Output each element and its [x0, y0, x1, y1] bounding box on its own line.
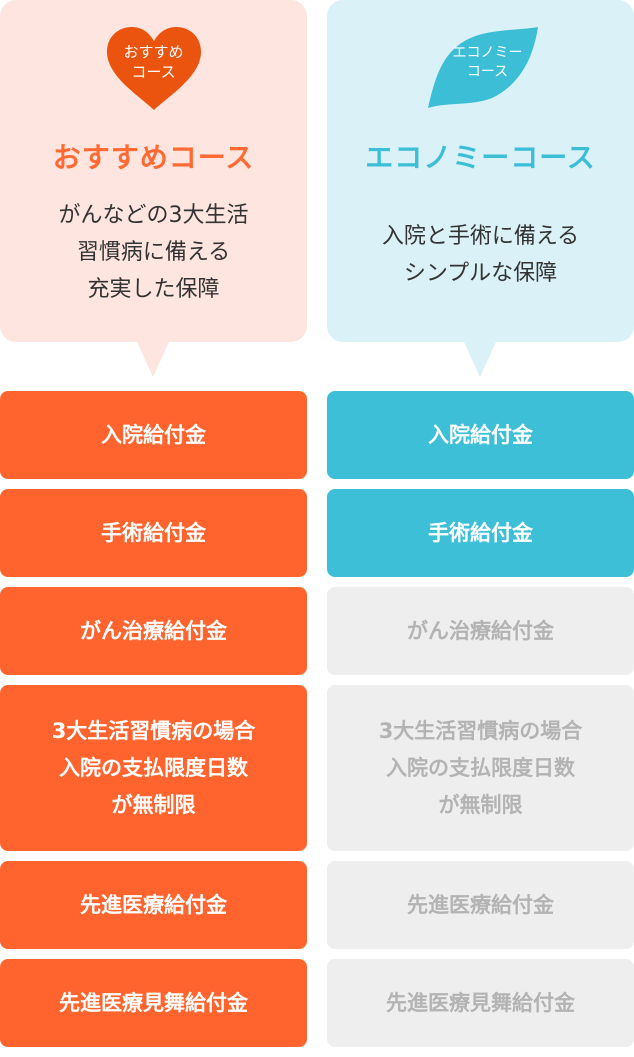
- economy-course-bubble: エコノミー コース エコノミーコース 入院と手術に備える シンプルな保障: [327, 0, 634, 342]
- recommended-badge-label: おすすめ コース: [123, 43, 184, 81]
- leaf-icon: [427, 27, 538, 108]
- benefit-surgery: 手術給付金: [327, 489, 634, 577]
- benefit-advanced-medical-visit: 先進医療見舞給付金: [0, 959, 307, 1047]
- benefit-advanced-medical: 先進医療給付金: [0, 861, 307, 949]
- benefit-cancer-treatment-excluded: がん治療給付金: [327, 587, 634, 675]
- benefit-advanced-medical-visit-excluded: 先進医療見舞給付金: [327, 959, 634, 1047]
- benefit-hospitalization: 入院給付金: [0, 391, 307, 479]
- benefit-cancer-treatment: がん治療給付金: [0, 587, 307, 675]
- benefit-unlimited-hospital-days: 3大生活習慣病の場合 入院の支払限度日数 が無制限: [0, 685, 307, 851]
- recommended-course-column: おすすめ コース おすすめコース がんなどの3大生活 習慣病に備える 充実した保…: [0, 0, 307, 1047]
- recommended-benefit-list: 入院給付金 手術給付金 がん治療給付金 3大生活習慣病の場合 入院の支払限度日数…: [0, 391, 307, 1057]
- benefit-hospitalization: 入院給付金: [327, 391, 634, 479]
- economy-course-column: エコノミー コース エコノミーコース 入院と手術に備える シンプルな保障 入院給…: [327, 0, 634, 1047]
- economy-course-title: エコノミーコース: [365, 141, 596, 174]
- economy-badge-label: エコノミー コース: [452, 45, 523, 80]
- heart-icon: [106, 27, 201, 110]
- recommended-course-title: おすすめコース: [52, 141, 255, 174]
- recommended-badge: おすすめ コース: [99, 24, 209, 112]
- bubble-tail: [137, 342, 169, 377]
- benefit-surgery: 手術給付金: [0, 489, 307, 577]
- benefit-advanced-medical-excluded: 先進医療給付金: [327, 861, 634, 949]
- economy-badge: エコノミー コース: [422, 24, 540, 112]
- recommended-course-bubble: おすすめ コース おすすめコース がんなどの3大生活 習慣病に備える 充実した保…: [0, 0, 307, 342]
- benefit-unlimited-hospital-days-excluded: 3大生活習慣病の場合 入院の支払限度日数 が無制限: [327, 685, 634, 851]
- economy-course-description: 入院と手術に備える シンプルな保障: [381, 224, 580, 286]
- recommended-course-description: がんなどの3大生活 習慣病に備える 充実した保障: [58, 203, 249, 302]
- bubble-tail: [464, 342, 496, 377]
- economy-benefit-list: 入院給付金 手術給付金 がん治療給付金 3大生活習慣病の場合 入院の支払限度日数…: [327, 391, 634, 1057]
